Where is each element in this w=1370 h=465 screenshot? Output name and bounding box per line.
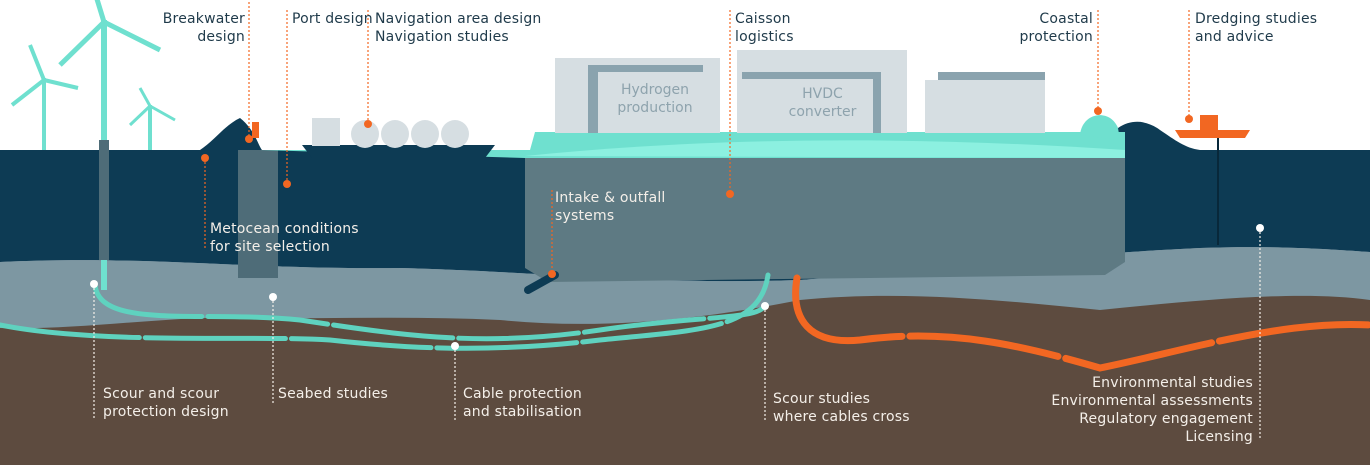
- leader-lines-white: [93, 228, 1261, 440]
- label-line: protection: [1019, 29, 1093, 45]
- label-line: Scour studies: [773, 391, 871, 407]
- building-frame: [588, 65, 598, 133]
- label-line: converter: [788, 104, 857, 120]
- label-cable-protection: Cable protection and stabilisation: [463, 385, 582, 421]
- label-line: Regulatory engagement: [1079, 411, 1253, 427]
- label-line: Scour and scour: [103, 386, 220, 402]
- label-line: Port design: [292, 11, 373, 27]
- cable-teal-1: [92, 282, 768, 342]
- label-line: systems: [555, 208, 615, 224]
- label-line: logistics: [735, 29, 794, 45]
- label-line: protection design: [103, 404, 229, 420]
- cable-teal-2: [0, 272, 771, 351]
- lng-ship: [302, 118, 495, 158]
- label-metocean: Metocean conditions for site selection: [210, 220, 359, 256]
- coastal-protection-armour: [1080, 115, 1120, 140]
- label-line: for site selection: [210, 239, 330, 255]
- wind-turbines: [10, 0, 176, 290]
- lighthouse: [252, 122, 259, 138]
- label-breakwater-design: Breakwater design: [150, 10, 245, 46]
- label-hvdc-converter: HVDC converter: [775, 85, 870, 121]
- label-line: Hydrogen: [620, 82, 690, 98]
- label-line: Licensing: [1185, 429, 1253, 445]
- label-line: Breakwater: [162, 11, 245, 27]
- label-hydrogen-production: Hydrogen production: [600, 81, 710, 117]
- label-line: Seabed studies: [278, 386, 389, 402]
- label-port-design: Port design: [292, 10, 373, 28]
- label-line: Dredging studies: [1195, 11, 1318, 27]
- label-line: Coastal: [1039, 11, 1093, 27]
- dredging-vessel: [1175, 115, 1250, 245]
- orange-markers: [201, 107, 1193, 278]
- label-line: where cables cross: [773, 409, 910, 425]
- label-seabed-studies: Seabed studies: [278, 385, 388, 403]
- label-line: production: [617, 100, 693, 116]
- breakwater-structure: [238, 150, 278, 278]
- label-line: Metocean conditions: [210, 221, 359, 237]
- cables: [0, 271, 1370, 372]
- building-frame: [873, 72, 881, 133]
- building-frame: [742, 72, 880, 79]
- label-dredging: Dredging studies and advice: [1195, 10, 1317, 46]
- building-frame: [938, 72, 1045, 80]
- white-markers: [90, 224, 1264, 350]
- label-line: Environmental assessments: [1051, 393, 1253, 409]
- label-intake-outfall: Intake & outfall systems: [555, 189, 666, 225]
- label-cable-crossing: Scour studies where cables cross: [773, 390, 910, 426]
- label-line: HVDC: [802, 86, 843, 102]
- label-scour-protection: Scour and scour protection design: [103, 385, 229, 421]
- label-line: and advice: [1195, 29, 1274, 45]
- island-highlight: [525, 140, 1125, 158]
- cable-orange: [792, 274, 1370, 372]
- label-line: design: [197, 29, 245, 45]
- building-small: [925, 80, 1045, 133]
- label-line: Intake & outfall: [555, 190, 666, 206]
- label-line: Caisson: [735, 11, 791, 27]
- label-line: and stabilisation: [463, 404, 582, 420]
- leader-lines-orange: [204, 2, 1190, 274]
- building-frame: [588, 65, 703, 72]
- label-coastal-protection: Coastal protection: [993, 10, 1093, 46]
- label-line: Cable protection: [463, 386, 582, 402]
- label-caisson-logistics: Caisson logistics: [735, 10, 794, 46]
- label-line: Environmental studies: [1092, 375, 1253, 391]
- caisson: [525, 158, 1125, 282]
- label-line: Navigation area design: [375, 11, 542, 27]
- label-line: Navigation studies: [375, 29, 509, 45]
